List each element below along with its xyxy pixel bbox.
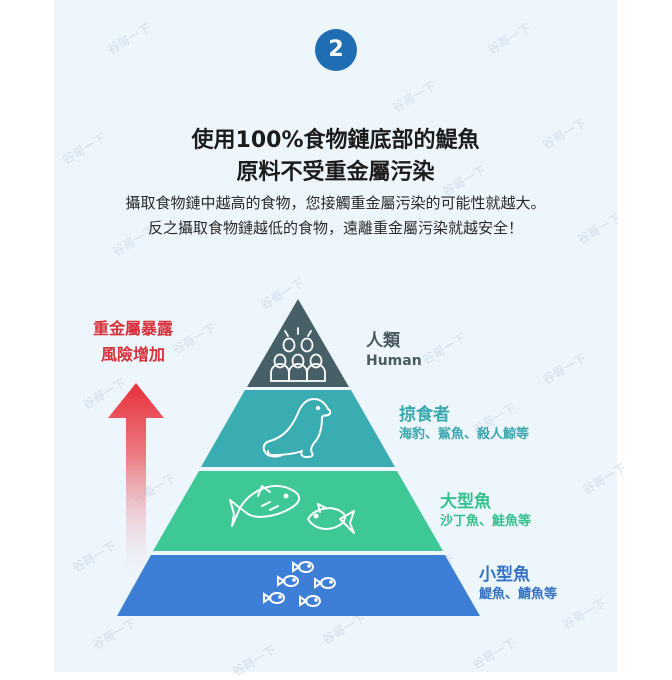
tier-label-small-fish: 小型魚 鯷魚、鯖魚等	[479, 564, 557, 604]
tier-subtitle: 鯷魚、鯖魚等	[479, 587, 558, 602]
description-line2: 反之攝取食物鏈越低的食物，遠離重金屬污染就越安全！	[147, 219, 523, 237]
pyramid-tier-large-fish	[153, 471, 443, 551]
description-line1: 攝取食物鏈中越高的食物，您接觸重金屬污染的可能性就越大。	[125, 194, 546, 212]
page-title-line1: 使用100%食物鏈底部的鯷魚	[191, 128, 480, 153]
small-fish-school-icon	[263, 561, 336, 607]
tier-title: 小型魚	[479, 565, 530, 585]
risk-label-line2: 風險增加	[100, 345, 165, 364]
pyramid-tier-small-fish	[117, 555, 480, 616]
step-number-badge: 2	[315, 29, 357, 71]
risk-label-line1: 重金屬暴露	[92, 319, 173, 338]
page-title-line2: 原料不受重金屬污染	[236, 160, 435, 185]
tier-subtitle: Human	[366, 353, 422, 369]
seal-icon	[262, 398, 332, 458]
tier-title: 掠食者	[399, 405, 450, 425]
risk-label: 重金屬暴露 風險增加	[78, 316, 188, 368]
pyramid-tier-human	[247, 299, 349, 387]
tier-title: 大型魚	[440, 492, 491, 512]
tier-label-large-fish: 大型魚 沙丁魚、鮭魚等	[440, 491, 531, 531]
tier-title: 人類	[366, 331, 400, 351]
tier-label-predators: 掠食者 海豹、鯊魚、殺人鯨等	[399, 404, 529, 444]
large-fish-icon	[229, 485, 355, 534]
tier-subtitle: 沙丁魚、鮭魚等	[440, 514, 532, 529]
tier-label-human: 人類 Human	[366, 330, 422, 370]
tier-subtitle: 海豹、鯊魚、殺人鯨等	[399, 427, 530, 442]
pyramid-tier-predators	[201, 390, 395, 467]
people-group-icon	[270, 327, 326, 382]
